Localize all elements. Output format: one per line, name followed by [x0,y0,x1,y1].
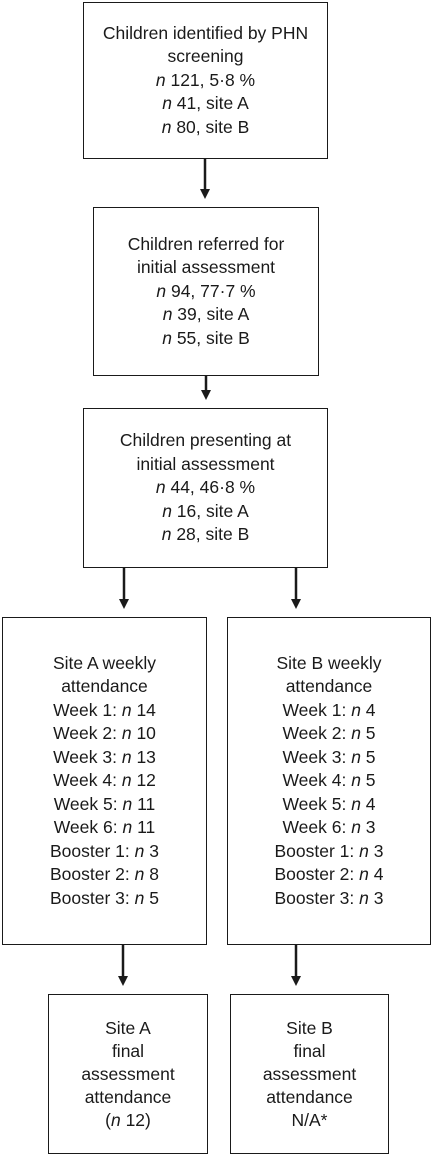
site-a-weekly-box: Site A weekly attendance Week 1: n 14 We… [2,617,207,945]
site-a-final-line-3: assessment [81,1063,175,1084]
screening-box: Children identified by PHN screening n 1… [83,2,328,159]
screening-title-line-2: screening [167,46,244,67]
site-b-final-line-4: attendance [266,1086,353,1107]
site-a-week-6: Week 6: n 11 [53,817,156,838]
presenting-box: Children presenting at initial assessmen… [83,408,328,568]
site-b-week-1: Week 1: n 4 [282,699,376,720]
referred-title-line-1: Children referred for [127,233,285,254]
site-a-final-line-1: Site A [105,1017,151,1038]
site-b-final-line-3: assessment [262,1063,357,1084]
site-a-week-2: Week 2: n 10 [53,723,156,744]
site-a-final-line-2: final [111,1040,145,1061]
presenting-stat-site-a: n 16, site A [162,500,249,521]
site-a-final-box: Site A final assessment attendance (n 12… [48,994,208,1154]
screening-title-line-1: Children identified by PHN [102,22,309,43]
screening-stat-site-a: n 41, site A [162,93,249,114]
site-b-final-line-1: Site B [286,1017,333,1038]
site-b-final-stat: N/A* [291,1109,328,1130]
site-a-booster-2: Booster 2: n 8 [50,864,159,885]
presenting-title-line-2: initial assessment [136,453,275,474]
referred-title-line-2: initial assessment [136,257,276,278]
site-b-booster-3: Booster 3: n 3 [274,887,384,908]
site-b-week-2: Week 2: n 5 [282,723,376,744]
presenting-stat-total: n 44, 46·8 % [155,477,256,498]
site-a-week-5: Week 5: n 11 [53,793,156,814]
site-a-booster-3: Booster 3: n 5 [50,887,159,908]
presenting-stat-site-b: n 28, site B [161,524,250,545]
site-a-final-stat: (n 12) [105,1109,151,1130]
site-a-weekly-title-line-1: Site A weekly [52,652,157,673]
site-b-week-4: Week 4: n 5 [282,770,376,791]
presenting-title-line-1: Children presenting at [119,430,292,451]
site-b-weekly-title-line-2: attendance [285,676,373,697]
referred-stat-total: n 94, 77·7 % [156,280,256,301]
site-b-weekly-box: Site B weekly attendance Week 1: n 4 Wee… [227,617,431,945]
referred-box: Children referred for initial assessment… [93,207,319,376]
site-b-final-box: Site B final assessment attendance N/A* [230,994,389,1154]
site-a-week-3: Week 3: n 13 [53,746,156,767]
site-a-week-4: Week 4: n 12 [53,770,156,791]
screening-stat-total: n 121, 5·8 % [155,69,256,90]
site-b-weekly-title-line-1: Site B weekly [276,652,382,673]
site-b-booster-1: Booster 1: n 3 [274,840,384,861]
referred-stat-site-b: n 55, site B [162,327,250,348]
referred-stat-site-a: n 39, site A [162,304,250,325]
screening-stat-site-b: n 80, site B [161,116,250,137]
site-b-final-line-2: final [293,1040,326,1061]
site-b-booster-2: Booster 2: n 4 [274,864,384,885]
site-b-week-6: Week 6: n 3 [282,817,376,838]
site-a-week-1: Week 1: n 14 [53,699,156,720]
site-b-week-3: Week 3: n 5 [282,746,376,767]
site-b-week-5: Week 5: n 4 [282,793,376,814]
site-a-weekly-title-line-2: attendance [61,676,148,697]
site-a-final-line-4: attendance [84,1086,172,1107]
site-a-booster-1: Booster 1: n 3 [50,840,159,861]
